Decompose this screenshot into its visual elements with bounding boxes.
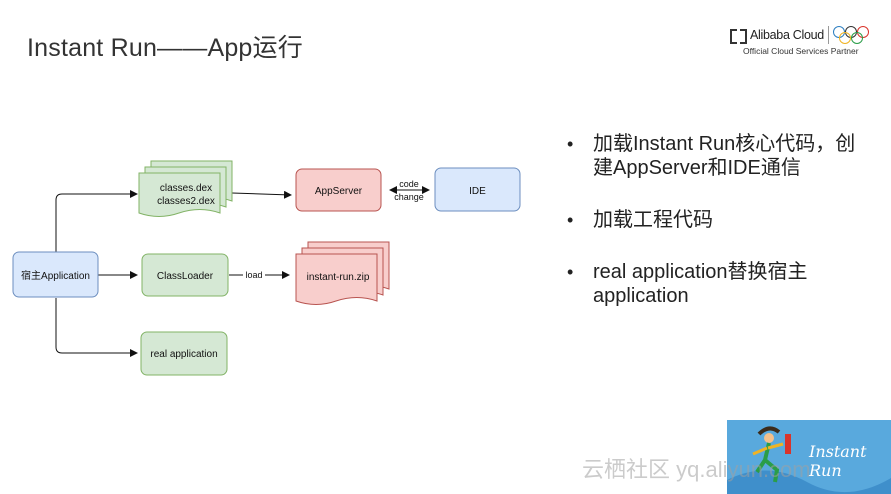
zip-label: instant-run.zip: [307, 272, 370, 283]
host-application-label: 宿主Application: [21, 269, 90, 282]
appserver-label: AppServer: [315, 186, 363, 197]
dex-label-line2: classes2.dex: [157, 196, 215, 207]
real-application-node: [140, 331, 228, 376]
appserver-node: [295, 168, 382, 212]
brand-subtitle: Official Cloud Services Partner: [743, 46, 859, 56]
bullet-item: real application替换宿主application: [567, 260, 867, 308]
brand-separator: [827, 26, 829, 44]
code-change-label-line1: code: [399, 179, 419, 189]
instant-run-zip-node: [295, 241, 390, 305]
load-label: load: [245, 270, 262, 280]
arrow-host-to-real-app: [55, 298, 138, 357]
badge-text: Instant Run: [809, 442, 867, 480]
classloader-label: ClassLoader: [157, 271, 214, 282]
dex-label-line1: classes.dex: [160, 183, 212, 194]
brand-name: Alibaba Cloud: [750, 28, 824, 42]
host-application-node: [12, 251, 99, 298]
arrow-dex-to-appserver: [231, 190, 292, 199]
alibaba-cloud-logo: Alibaba Cloud Official Cloud Services Pa…: [730, 22, 880, 62]
alibaba-cloud-icon: [730, 28, 747, 44]
bullet-item: 加载工程代码: [567, 208, 867, 232]
real-application-label: real application: [150, 349, 217, 360]
dex-files-node: [138, 160, 233, 217]
arrow-host-to-dex: [55, 190, 138, 252]
bullet-item: 加载Instant Run核心代码，创建AppServer和IDE通信: [567, 132, 867, 180]
flow-diagram: 宿主Application classes.dex classes2.dex A…: [12, 160, 521, 376]
ide-label: IDE: [469, 186, 486, 197]
olympic-rings-icon: [832, 25, 873, 45]
instant-run-badge: Instant Run: [727, 420, 891, 494]
runner-icon: [727, 426, 891, 494]
ide-node: [434, 167, 521, 212]
bullet-list: 加载Instant Run核心代码，创建AppServer和IDE通信 加载工程…: [567, 132, 867, 336]
code-change-label-line2: change: [394, 192, 424, 202]
classloader-node: [141, 253, 229, 297]
watermark: 云栖社区 yq.aliyun.com: [582, 457, 811, 482]
slide-title: Instant Run——App运行: [27, 34, 303, 62]
